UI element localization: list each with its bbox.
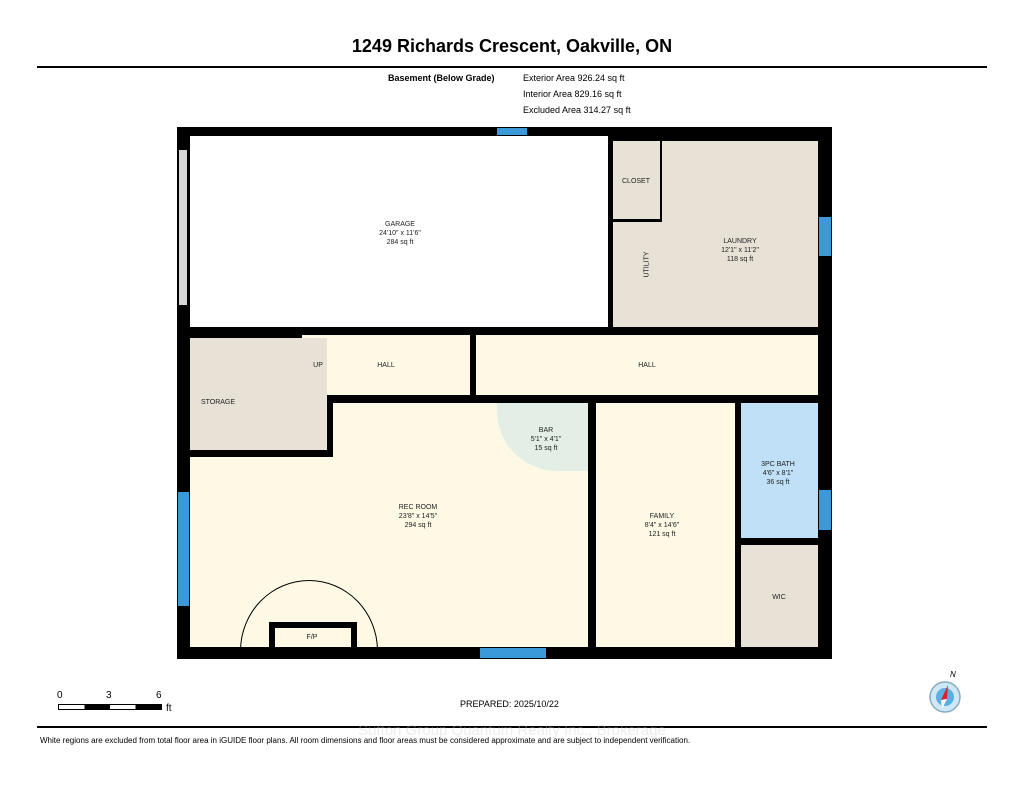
window-top: [497, 128, 527, 135]
room-dims: 23'8" x 14'5": [398, 513, 438, 520]
disclaimer: White regions are excluded from total fl…: [40, 736, 691, 745]
watermark: Sutton Group Quantum Realty Inc., Broker…: [358, 722, 666, 739]
garage-room: [190, 136, 608, 327]
page-title: 1249 Richards Crescent, Oakville, ON: [351, 36, 673, 56]
window-rec-left: [178, 492, 189, 606]
scale-tick-6: 6: [156, 690, 162, 701]
hall-left-label: HALL: [377, 362, 395, 369]
wic-label: WIC: [772, 594, 786, 601]
room-dims: 5'1" x 4'1": [530, 436, 562, 443]
closet-room: [613, 141, 662, 222]
room-area: 15 sq ft: [534, 445, 558, 452]
room-dims: 8'4" x 14'6": [644, 522, 680, 529]
bath-label: 3PC BATH 4'6" x 8'1" 36 sq ft: [761, 460, 795, 487]
utility-label: UTILITY: [643, 251, 651, 278]
exterior-area: Exterior Area 926.24 sq ft: [523, 73, 625, 83]
scale-tick-0: 0: [57, 690, 63, 701]
scale-bar: [58, 704, 162, 710]
excluded-area: Excluded Area 314.27 sq ft: [523, 105, 631, 115]
closet-label: CLOSET: [621, 178, 651, 185]
hall-right-label: HALL: [638, 362, 656, 369]
room-name: FAMILY: [649, 513, 675, 520]
up-label: UP: [313, 362, 323, 369]
prepared-date: PREPARED: 2025/10/22: [460, 699, 559, 709]
room-dims: 24'10" x 11'6": [379, 230, 421, 237]
family-room: [596, 403, 735, 647]
room-area: 36 sq ft: [766, 479, 790, 486]
room-name: REC ROOM: [398, 504, 438, 511]
hall-left-room: [302, 335, 470, 395]
garage-label: GARAGE 24'10" x 11'6" 284 sq ft: [379, 220, 421, 247]
scale-tick-3: 3: [106, 690, 112, 701]
compass-icon: [929, 681, 961, 713]
room-area: 121 sq ft: [648, 531, 676, 538]
storage-label: STORAGE: [200, 399, 236, 406]
room-area: 284 sq ft: [386, 239, 414, 246]
laundry-label: LAUNDRY 12'1" x 11'2" 118 sq ft: [721, 237, 759, 264]
hall-right-room: [476, 335, 818, 395]
room-dims: 12'1" x 11'2": [721, 247, 759, 254]
garage-door[interactable]: [179, 150, 187, 305]
room-name: 3PC BATH: [761, 461, 795, 468]
window-bottom: [480, 648, 546, 658]
rec-room-label: REC ROOM 23'8" x 14'5" 294 sq ft: [399, 503, 438, 530]
footer-rule: [37, 726, 987, 728]
window-laundry: [819, 217, 831, 256]
window-bath: [819, 490, 831, 530]
room-name: LAUNDRY: [723, 238, 757, 245]
family-label: FAMILY 8'4" x 14'6" 121 sq ft: [645, 512, 680, 539]
compass-label: N: [950, 670, 956, 679]
title-rule: [37, 66, 987, 68]
level-name: Basement (Below Grade): [388, 73, 495, 83]
wic-room: [741, 545, 818, 647]
interior-area: Interior Area 829.16 sq ft: [523, 89, 622, 99]
bath-room: [741, 403, 818, 538]
room-area: 118 sq ft: [726, 256, 754, 263]
fireplace-label: F/P: [306, 634, 318, 641]
room-area: 294 sq ft: [404, 522, 432, 529]
room-name: GARAGE: [385, 221, 415, 228]
room-dims: 4'6" x 8'1": [762, 470, 794, 477]
scale-unit: ft: [166, 703, 172, 714]
room-name: BAR: [538, 427, 554, 434]
bar-label: BAR 5'1" x 4'1" 15 sq ft: [531, 426, 562, 453]
storage-room: [190, 338, 327, 450]
